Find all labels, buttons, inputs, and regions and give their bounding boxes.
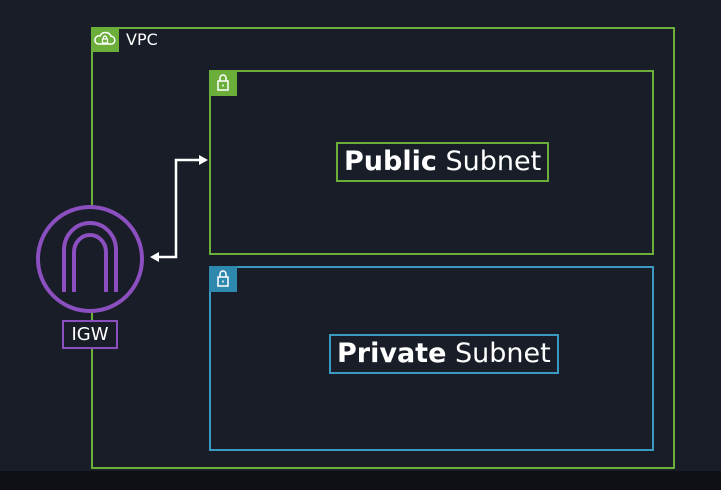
- private-subnet-title-bold: Private: [337, 338, 447, 369]
- igw-label: IGW: [62, 320, 118, 349]
- bottom-bar: [0, 471, 721, 490]
- private-subnet-box: [209, 266, 654, 451]
- arrowhead-left: [150, 252, 159, 262]
- public-subnet-title-rest: Subnet: [445, 146, 542, 177]
- private-subnet-title-rest: Subnet: [455, 338, 551, 369]
- vpc-label: VPC: [126, 30, 158, 49]
- lock-icon: [217, 74, 229, 91]
- cloud-lock-icon: [94, 31, 116, 45]
- public-subnet-title-bold: Public: [344, 146, 437, 177]
- private-subnet-title: Private Subnet: [329, 334, 559, 374]
- public-subnet-title: Public Subnet: [336, 142, 550, 182]
- arrowhead-right: [199, 155, 208, 165]
- lock-icon: [217, 270, 229, 287]
- vpc-badge: [91, 27, 119, 52]
- internet-gateway-icon: [62, 221, 118, 292]
- igw-public-connector: [156, 158, 200, 259]
- private-subnet-badge: [209, 266, 237, 292]
- public-subnet-badge: [209, 70, 237, 96]
- public-subnet-box: [209, 70, 654, 255]
